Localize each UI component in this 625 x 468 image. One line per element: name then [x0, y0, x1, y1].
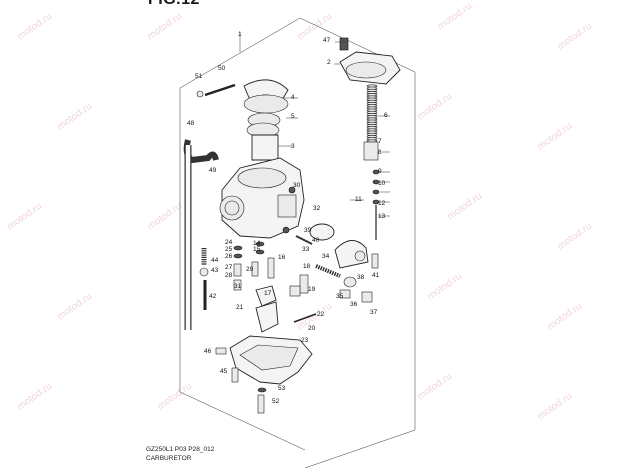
callout-31: 31	[234, 283, 242, 290]
pilot-screw-parts	[199, 248, 209, 310]
throttle-bracket-parts	[295, 223, 379, 269]
callout-19: 19	[308, 286, 316, 293]
watermark-text: motod.ru	[445, 191, 484, 223]
callout-46: 46	[204, 348, 212, 355]
diagram-code: GZ250L1 P03 P28_012	[146, 446, 215, 453]
callout-12: 12	[378, 200, 386, 207]
callout-39: 39	[304, 227, 312, 234]
callout-14: 14	[253, 240, 261, 247]
assembly-frame	[179, 17, 416, 468]
watermark-text: motod.ru	[55, 291, 94, 323]
callout-35: 35	[336, 293, 344, 300]
top-cap-part	[339, 37, 401, 85]
callout-16: 16	[278, 254, 286, 261]
callout-40: 40	[312, 237, 320, 244]
callout-26: 26	[225, 253, 233, 260]
plunger-parts	[315, 264, 373, 303]
callout-1: 1	[238, 31, 242, 38]
watermark-text: motod.ru	[535, 391, 574, 423]
callout-13: 13	[378, 213, 386, 220]
callout-36: 36	[350, 301, 358, 308]
callout-33: 33	[302, 246, 310, 253]
callout-49: 49	[209, 167, 217, 174]
callout-42: 42	[209, 293, 217, 300]
watermark-text: motod.ru	[415, 91, 454, 123]
callout-22: 22	[317, 311, 325, 318]
callout-41: 41	[372, 272, 380, 279]
callout-53: 53	[278, 385, 286, 392]
diaphragm-parts	[243, 79, 289, 161]
callout-29: 29	[246, 266, 254, 273]
callout-37: 37	[370, 309, 378, 316]
callout-11: 11	[355, 196, 362, 203]
callout-47: 47	[323, 37, 331, 44]
needle-parts	[363, 141, 380, 240]
watermark-text: motod.ru	[555, 221, 594, 253]
callout-3: 3	[291, 143, 295, 150]
jet-parts	[233, 241, 309, 297]
watermark-text: motod.ru	[15, 381, 54, 413]
callout-50: 50	[218, 65, 226, 72]
watermark-text: motod.ru	[155, 381, 194, 413]
figure-label: FIG.12	[148, 0, 200, 9]
watermark-text: motod.ru	[425, 271, 464, 303]
watermark-text: motod.ru	[15, 11, 54, 43]
callout-25: 25	[225, 246, 233, 253]
callout-38: 38	[357, 274, 365, 281]
watermark-text: motod.ru	[415, 371, 454, 403]
leader-lines	[278, 41, 390, 217]
spring-part	[366, 84, 378, 143]
callout-17: 17	[264, 290, 272, 297]
watermark-text: motod.ru	[545, 301, 584, 333]
float-parts	[255, 285, 317, 333]
callout-18: 18	[303, 263, 311, 270]
watermark-text: motod.ru	[145, 201, 184, 233]
callout-44: 44	[211, 257, 219, 264]
callout-27: 27	[225, 264, 233, 271]
callout-4: 4	[291, 94, 295, 101]
watermark-text: motod.ru	[5, 201, 44, 233]
callout-45: 45	[220, 368, 228, 375]
callout-6: 6	[384, 112, 388, 119]
callout-10: 10	[378, 180, 386, 187]
callout-48: 48	[187, 120, 195, 127]
watermark-text: motod.ru	[435, 1, 474, 33]
carburetor-body	[219, 157, 305, 239]
callout-30: 30	[293, 182, 301, 189]
callout-24: 24	[225, 239, 233, 246]
callout-8: 8	[378, 149, 382, 156]
callout-9: 9	[378, 168, 382, 175]
callout-34: 34	[322, 253, 330, 260]
callout-21: 21	[236, 304, 244, 311]
callout-23: 23	[301, 337, 309, 344]
callout-28: 28	[225, 272, 233, 279]
watermark-text: motod.ru	[555, 21, 594, 53]
callout-15: 15	[253, 246, 261, 253]
callout-7: 7	[378, 138, 382, 145]
float-bowl-part	[215, 335, 313, 414]
diagram-title: CARBURETOR	[146, 455, 192, 462]
callout-43: 43	[211, 267, 219, 274]
callout-52: 52	[272, 398, 280, 405]
rod-part	[196, 83, 236, 98]
callout-5: 5	[291, 113, 295, 120]
callout-51: 51	[195, 73, 203, 80]
callout-32: 32	[313, 205, 321, 212]
watermark-text: motod.ru	[145, 11, 184, 43]
callout-20: 20	[308, 325, 316, 332]
callout-2: 2	[327, 59, 331, 66]
watermark-text: motod.ru	[535, 121, 574, 153]
hose-part	[183, 139, 219, 330]
watermark-text: motod.ru	[55, 101, 94, 133]
